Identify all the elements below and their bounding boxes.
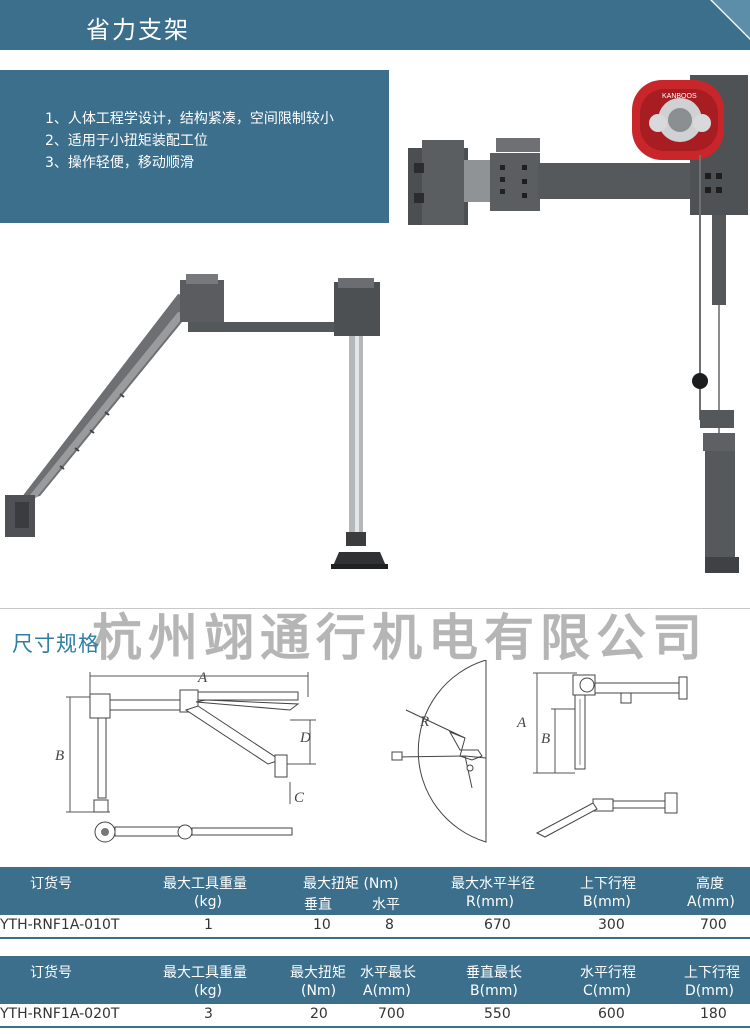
table2-order-no: YTH-RNF1A-020T [0, 1006, 120, 1022]
brand-label: KANBOOS [662, 93, 697, 100]
table2-h2-b-mm: B(mm) [470, 983, 518, 999]
spec-table-2-row: YTH-RNF1A-020T 3 20 700 550 600 180 [0, 1004, 750, 1026]
table1-radius: 670 [484, 917, 511, 933]
table2-torque: 20 [310, 1006, 328, 1022]
table1-torque-v: 10 [313, 917, 331, 933]
table2-h-h-stroke: 水平行程 [580, 965, 636, 981]
table1-h2-b-mm: B(mm) [583, 894, 631, 910]
section-title: 尺寸规格 [12, 632, 100, 656]
page-title: 省力支架 [86, 16, 190, 44]
dimension-diagram-radius: R [391, 660, 487, 843]
table1-height: 700 [700, 917, 727, 933]
spec-table-1-row: YTH-RNF1A-010T 1 10 8 670 300 700 [0, 915, 750, 937]
spec-table-2-header: 订货号 最大工具重量 最大扭矩 水平最长 垂直最长 水平行程 上下行程 (kg)… [0, 956, 750, 1004]
table1-h2-horizontal: 水平 [372, 897, 400, 913]
table2-v-stroke: 180 [700, 1006, 727, 1022]
watermark: 杭州翊通行机电有限公司 [92, 609, 708, 667]
table1-h-stroke: 上下行程 [580, 876, 636, 892]
reel-arm-image: KANBOOS [408, 75, 748, 573]
dim-label-r: R [419, 714, 429, 730]
articulated-arm-image [5, 274, 388, 569]
table1-torque-h: 8 [385, 917, 394, 933]
feature-item: 1、人体工程学设计，结构紧凑，空间限制较小 [45, 111, 334, 127]
dim-label-d: D [299, 730, 311, 746]
dim-label-b2: B [541, 731, 550, 747]
table1-h-torque: 最大扭矩 (Nm) [303, 876, 399, 892]
table2-h-torque: 最大扭矩 [290, 965, 346, 981]
table2-h-stroke: 600 [598, 1006, 625, 1022]
table1-order-no: YTH-RNF1A-010T [0, 917, 120, 933]
table2-weight: 3 [204, 1006, 213, 1022]
table1-bottom-rule [0, 937, 750, 939]
header-banner [0, 0, 750, 50]
table2-h2-a-mm: A(mm) [363, 983, 411, 999]
feature-box: 1、人体工程学设计，结构紧凑，空间限制较小 2、适用于小扭矩装配工位 3、操作轻… [0, 70, 389, 223]
table1-h-order-no: 订货号 [30, 876, 72, 892]
dim-label-c: C [294, 790, 305, 806]
table1-h-radius: 最大水平半径 [451, 876, 535, 892]
table2-h2-nm: (Nm) [301, 983, 337, 999]
feature-item: 2、适用于小扭矩装配工位 [45, 133, 208, 149]
dimension-diagram-reel: A B [516, 672, 688, 838]
spec-table-1-header: 订货号 最大工具重量 最大扭矩 (Nm) 最大水平半径 上下行程 高度 (kg)… [0, 867, 750, 915]
table2-bottom-rule [0, 1026, 750, 1028]
table2-h-weight: 最大工具重量 [163, 965, 247, 981]
dim-label-a: A [197, 670, 208, 686]
table2-h2-d-mm: D(mm) [685, 983, 734, 999]
table2-h-h-max: 水平最长 [360, 965, 416, 981]
table1-h2-kg: (kg) [194, 894, 222, 910]
table1-h2-a-mm: A(mm) [687, 894, 735, 910]
dim-label-a2: A [516, 715, 527, 731]
table1-stroke: 300 [598, 917, 625, 933]
feature-item: 3、操作轻便，移动顺滑 [45, 155, 194, 171]
table2-v-max: 550 [484, 1006, 511, 1022]
section-divider [0, 608, 750, 609]
table2-h-v-max: 垂直最长 [466, 965, 522, 981]
dim-label-b: B [55, 748, 64, 764]
table1-h-height: 高度 [696, 876, 724, 892]
table2-h-order-no: 订货号 [30, 965, 72, 981]
table1-weight: 1 [204, 917, 213, 933]
table2-h-v-stroke: 上下行程 [684, 965, 740, 981]
table2-h2-c-mm: C(mm) [583, 983, 631, 999]
table2-h-max: 700 [378, 1006, 405, 1022]
table1-h-weight: 最大工具重量 [163, 876, 247, 892]
dimension-diagram-side: A B D C [55, 670, 316, 843]
table1-h2-r-mm: R(mm) [466, 894, 514, 910]
table1-h2-vertical: 垂直 [304, 897, 332, 913]
table2-h2-kg: (kg) [194, 983, 222, 999]
